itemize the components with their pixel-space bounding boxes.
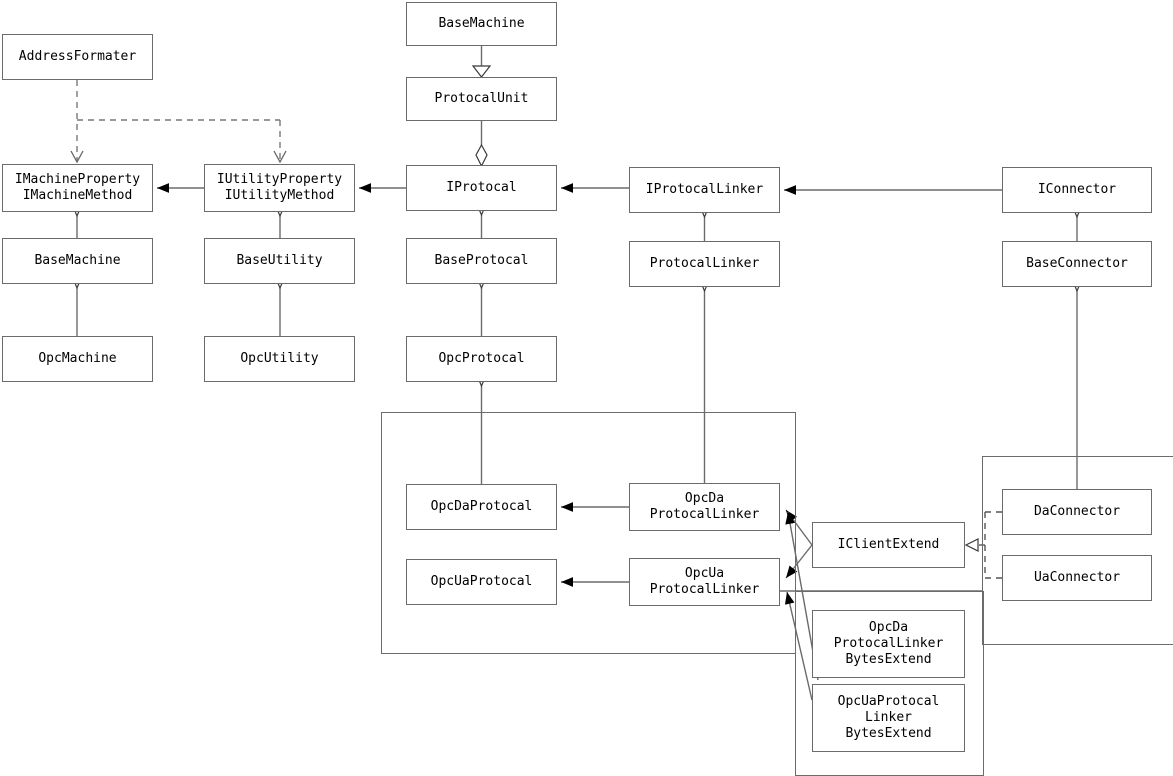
class-node-base-machine[interactable]: BaseMachine — [2, 238, 153, 284]
realization-arrowhead-iclientextend — [964, 538, 979, 552]
class-node-opc-da-protocal-linker[interactable]: OpcDa ProtocalLinker — [629, 483, 780, 531]
class-node-iprotocal-linker[interactable]: IProtocalLinker — [629, 167, 780, 213]
class-node-protocal-unit[interactable]: ProtocalUnit — [406, 77, 557, 121]
class-node-da-connector[interactable]: DaConnector — [1002, 489, 1152, 535]
class-node-protocal-linker[interactable]: ProtocalLinker — [629, 241, 780, 287]
class-node-iclient-extend[interactable]: IClientExtend — [812, 522, 965, 568]
class-node-opc-da-protocal-linker-bytes-extend[interactable]: OpcDa ProtocalLinker BytesExtend — [812, 610, 965, 678]
class-node-iconnector[interactable]: IConnector — [1002, 167, 1152, 213]
class-node-iprotocal[interactable]: IProtocal — [406, 165, 557, 211]
class-node-address-formater[interactable]: AddressFormater — [2, 34, 153, 80]
class-node-opc-machine[interactable]: OpcMachine — [2, 336, 153, 382]
class-node-opc-da-protocal[interactable]: OpcDaProtocal — [406, 484, 557, 530]
class-node-ua-connector[interactable]: UaConnector — [1002, 555, 1152, 601]
edge-protocalunit-iprotocal — [475, 121, 488, 168]
class-node-base-machine-top[interactable]: BaseMachine — [406, 2, 557, 46]
class-node-opc-protocal[interactable]: OpcProtocal — [406, 336, 557, 382]
edge-addressformater-deps — [76, 80, 281, 161]
class-node-opc-ua-protocal-linker[interactable]: OpcUa ProtocalLinker — [629, 558, 780, 606]
group-box-connectors — [982, 456, 1173, 645]
edge-basemachine-protocalunit — [471, 46, 492, 78]
class-node-iutility-property[interactable]: IUtilityProperty IUtilityMethod — [204, 164, 355, 212]
class-node-imachine-property[interactable]: IMachineProperty IMachineMethod — [2, 164, 153, 212]
class-node-base-connector[interactable]: BaseConnector — [1002, 241, 1152, 287]
class-node-base-utility[interactable]: BaseUtility — [204, 238, 355, 284]
class-node-opc-utility[interactable]: OpcUtility — [204, 336, 355, 382]
class-node-opc-ua-protocal[interactable]: OpcUaProtocal — [406, 559, 557, 605]
class-node-opc-ua-protocal-linker-bytes-extend[interactable]: OpcUaProtocal Linker BytesExtend — [812, 684, 965, 752]
group-box-opc-protocal — [381, 412, 796, 654]
class-node-base-protocal[interactable]: BaseProtocal — [406, 238, 557, 284]
